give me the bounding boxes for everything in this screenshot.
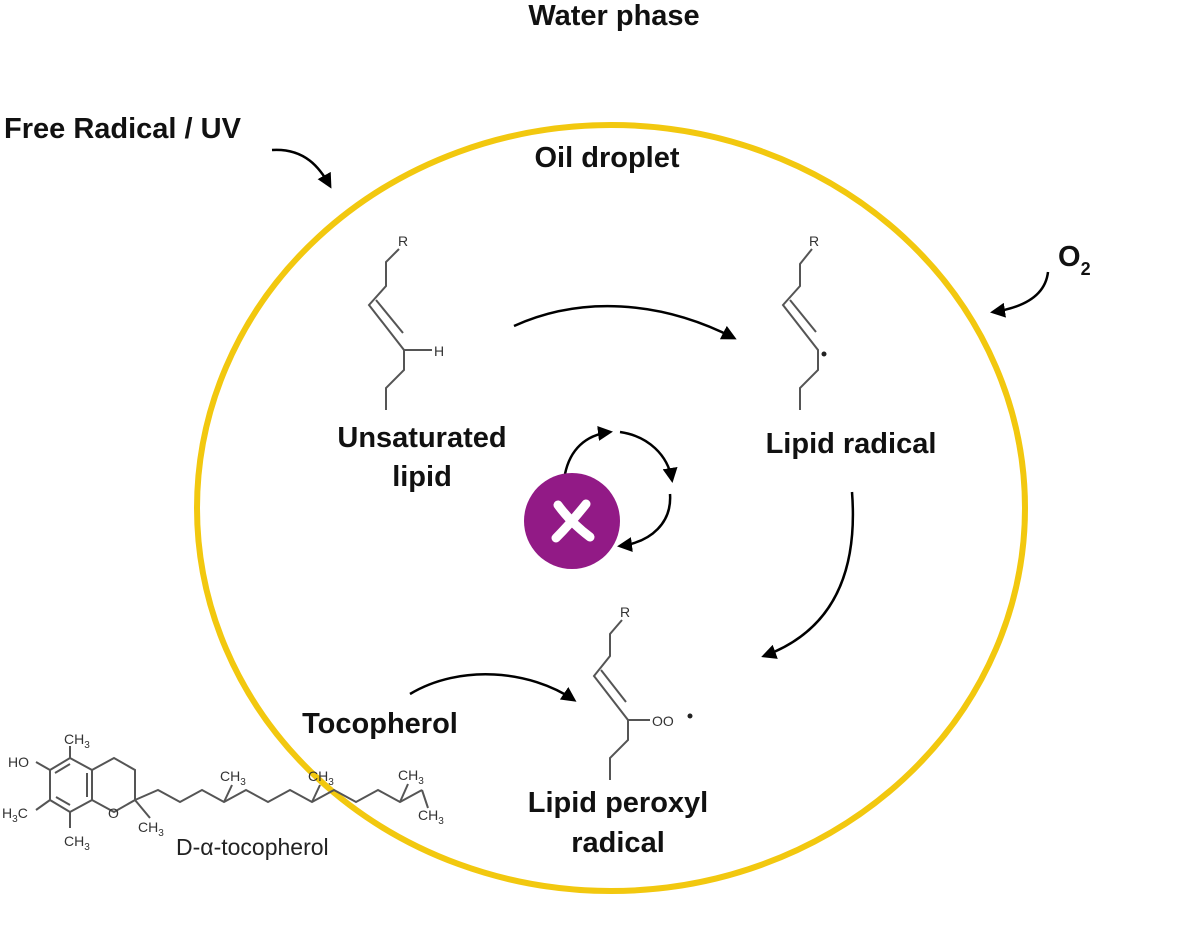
hydrogen-label: H [434,343,444,359]
oil-droplet-circle [194,122,1028,894]
lipid-peroxyl-label: Lipid peroxyl [528,787,708,819]
r-group-label: R [620,604,630,620]
initiation-arrow [513,304,737,340]
cycle-arrow-left [563,425,613,475]
unsaturated-lipid-structure: R H [367,233,444,410]
cycle-arrow-bottom [617,493,672,552]
lipid-radical-structure: R [781,233,827,410]
unsaturated-lipid-label: Unsaturated [337,422,506,454]
methyl-chiral-label: CH3 [138,819,164,839]
water-phase-label: Water phase [528,0,699,32]
oxygen-arrow [990,271,1050,318]
tocopherol-structure: HO O CH3 H3C CH3 CH3 CH3 CH3 CH3 CH3 D-α… [2,731,444,860]
cross-icon [524,473,620,569]
lipid-peroxyl-label-line2: radical [571,827,665,859]
radical-dot [687,713,693,719]
radical-dot [821,351,827,357]
tocopherol-name-label: D-α-tocopherol [176,834,329,860]
r-group-label: R [398,233,408,249]
methyl-chain1-label: CH3 [220,768,246,788]
cycle-arrow-right [619,430,678,483]
lipid-radical-label: Lipid radical [766,428,937,460]
oxygen-label: O2 [1058,241,1091,279]
tocopherol-label: Tocopherol [302,708,458,740]
free-radical-label: Free Radical / UV [4,113,242,145]
tocopherol-arrow [409,673,577,702]
ho-label: HO [8,754,29,770]
peroxyl-oo-label: OO [652,713,674,729]
r-group-label: R [809,233,819,249]
unsaturated-lipid-label-line2: lipid [392,461,452,493]
methyl-chain2-label: CH3 [308,768,334,788]
methyl-left-label: H3C [2,805,28,825]
methyl-chain3-label: CH3 [398,767,424,787]
free-radical-arrow [271,148,332,189]
lipid-peroxyl-structure: R OO [592,604,693,780]
methyl-terminal-label: CH3 [418,807,444,827]
oxygenation-arrow [761,491,855,659]
methyl-bottom-label: CH3 [64,833,90,853]
ring-oxygen-label: O [108,805,119,821]
methyl-top-label: CH3 [64,731,90,751]
oil-droplet-label: Oil droplet [535,142,680,174]
